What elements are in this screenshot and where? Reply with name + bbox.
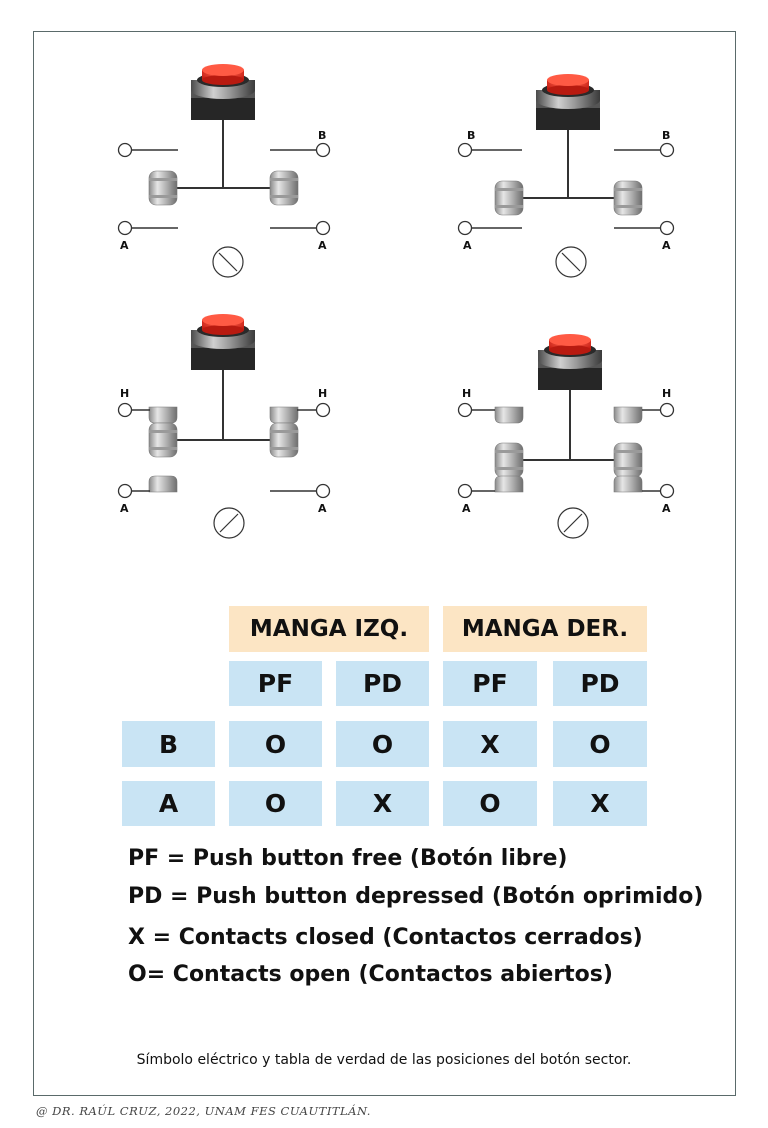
col-header-pd-right: PD [553, 661, 647, 706]
label-a-right: A [662, 502, 671, 515]
label-h-left: H [462, 387, 471, 400]
diagram-panel-4: H H A A [457, 334, 675, 539]
credit-line: @ DR. RAÚL CRUZ, 2022, UNAM FES CUAUTITL… [36, 1104, 371, 1118]
legend-x: X = Contacts closed (Contactos cerrados) [128, 925, 643, 950]
row-label-a: A [122, 781, 215, 826]
label-a-left: A [120, 502, 129, 515]
diagram-panel-1: B A A [117, 64, 331, 278]
label-h-left: H [120, 387, 129, 400]
label-a-left: A [462, 502, 471, 515]
label-a-left: A [463, 239, 472, 252]
table-cell: O [336, 721, 429, 767]
table-cell: O [553, 721, 647, 767]
legend-pd: PD = Push button depressed (Botón oprimi… [128, 884, 704, 909]
label-a-right: A [318, 502, 327, 515]
group-header-left: MANGA IZQ. [229, 606, 429, 652]
label-a-right: A [318, 239, 327, 252]
group-header-right: MANGA DER. [443, 606, 647, 652]
label-a-right: A [662, 239, 671, 252]
label-h-right: H [662, 387, 671, 400]
label-b-right: B [318, 129, 326, 142]
table-cell: X [443, 721, 537, 767]
row-label-b: B [122, 721, 215, 767]
pushbutton-diagrams: B A A B B A A [117, 64, 675, 539]
col-header-pf-right: PF [443, 661, 537, 706]
table-cell: O [229, 721, 322, 767]
figure-caption: Símbolo eléctrico y tabla de verdad de l… [136, 1052, 632, 1068]
label-a-left: A [120, 239, 129, 252]
table-cell: O [443, 781, 537, 826]
table-cell: X [336, 781, 429, 826]
table-cell: O [229, 781, 322, 826]
diagram-panel-2: B B A A [457, 74, 675, 278]
diagram-panel-3: H H A A [117, 314, 331, 539]
legend-o: O= Contacts open (Contactos abiertos) [128, 962, 613, 987]
label-b-right: B [662, 129, 670, 142]
label-h-right: H [318, 387, 327, 400]
label-b-left: B [467, 129, 475, 142]
table-cell: X [553, 781, 647, 826]
col-header-pd-left: PD [336, 661, 429, 706]
legend-pf: PF = Push button free (Botón libre) [128, 846, 568, 871]
col-header-pf-left: PF [229, 661, 322, 706]
